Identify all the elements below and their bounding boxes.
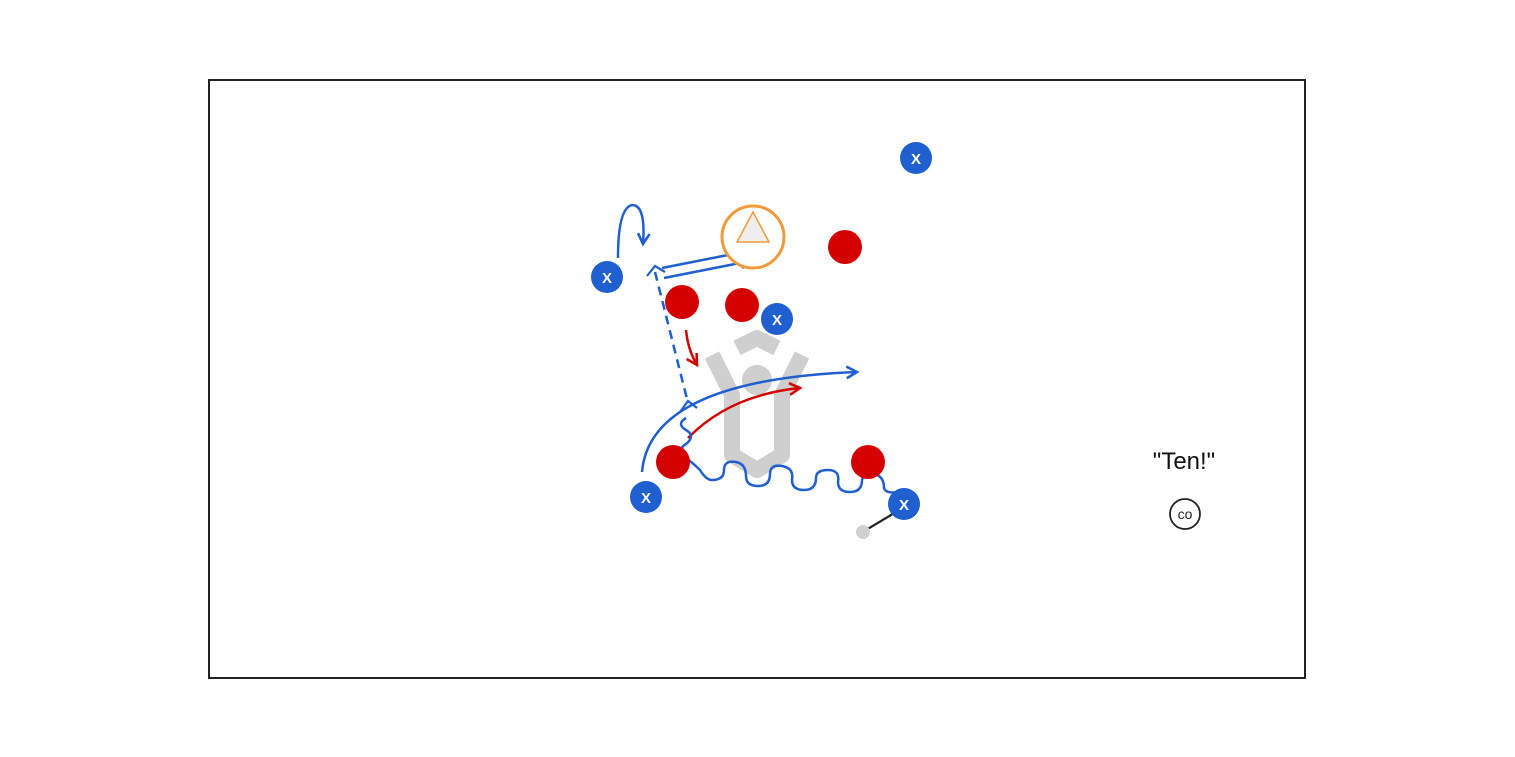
crease-logo-dot xyxy=(742,365,772,395)
pass-double-line-b xyxy=(663,261,741,280)
attacker-2: X xyxy=(591,261,623,293)
attacker-1-label: X xyxy=(911,151,921,168)
stick xyxy=(865,511,897,531)
attacker-4-label: X xyxy=(641,490,651,507)
circle-co-icon: co xyxy=(1169,498,1201,530)
triangle-in-circle-icon xyxy=(735,210,771,243)
dodge-path xyxy=(679,416,899,494)
attacker-3: X xyxy=(761,303,793,335)
attacker-5: X xyxy=(888,488,920,520)
pass-double-line-a xyxy=(661,251,739,270)
ball-icon xyxy=(856,525,870,539)
attacker-3-label: X xyxy=(772,312,782,329)
crease-logo-icon xyxy=(704,330,810,478)
offense-loop-arrow xyxy=(616,203,644,259)
defender-2 xyxy=(665,285,699,319)
attacker-2-label: X xyxy=(602,270,612,287)
defender-1 xyxy=(828,230,862,264)
pass-end-tick-top xyxy=(646,264,666,277)
defender-3 xyxy=(725,288,759,322)
attacker-1: X xyxy=(900,142,932,174)
pass-end-tick-bottom xyxy=(679,399,698,413)
defender-5 xyxy=(851,445,885,479)
coach-label: co xyxy=(1178,506,1193,522)
defender-cut-arrow xyxy=(684,329,697,365)
pass-line-dashed xyxy=(653,271,690,404)
offense-cut-arrow xyxy=(640,372,857,473)
attacker-4: X xyxy=(630,481,662,513)
attacker-5-label: X xyxy=(899,497,909,514)
defender-slide-arrow xyxy=(687,388,800,439)
callout-text: "Ten!" xyxy=(1153,448,1215,475)
defender-4 xyxy=(656,445,690,479)
